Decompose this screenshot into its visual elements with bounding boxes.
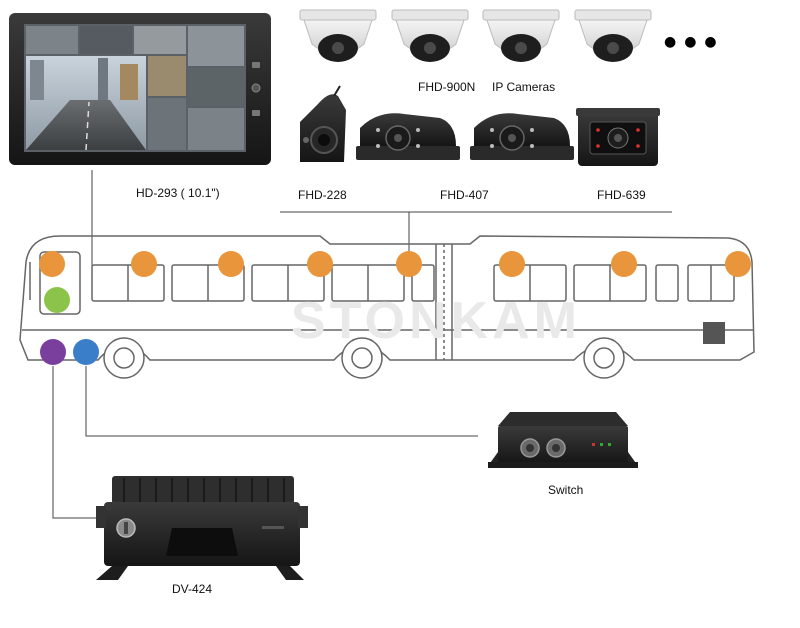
camera-fhd-639 [576, 108, 660, 166]
monitor-marker [44, 287, 70, 313]
dome-camera-3 [482, 9, 560, 62]
more-cameras-ellipsis: ●●● [664, 34, 725, 50]
dome-camera-2 [391, 9, 469, 62]
camera-marker [611, 251, 637, 277]
camera-marker [218, 251, 244, 277]
mobile-dvr-dv-424 [96, 476, 308, 580]
dome-camera-model-label: FHD-900N [418, 80, 476, 94]
monitor-hd-293 [9, 13, 271, 165]
switch-marker [73, 339, 99, 365]
monitor-label: HD-293 ( 10.1") [136, 186, 220, 200]
camera-marker [39, 251, 65, 277]
camera-fhd-407-a [356, 113, 460, 160]
camera-fhd-228 [300, 85, 346, 162]
dvr-label: DV-424 [172, 582, 213, 596]
watermark-text: STONKAM [291, 292, 581, 350]
camera-markers [39, 251, 751, 277]
fhd-639-label: FHD-639 [597, 188, 646, 202]
ip-cameras-label: IP Cameras [492, 80, 556, 94]
dome-camera-4 [574, 9, 652, 62]
switch-label: Switch [548, 483, 584, 497]
camera-marker [499, 251, 525, 277]
dvr-connector-line [52, 366, 96, 519]
bus-wheels [103, 337, 625, 379]
camera-marker [725, 251, 751, 277]
camera-marker [396, 251, 422, 277]
camera-marker [307, 251, 333, 277]
dome-camera-1 [299, 9, 377, 62]
camera-group-bracket [280, 211, 672, 258]
dvr-marker [40, 339, 66, 365]
network-switch [488, 412, 638, 468]
fhd-407-label: FHD-407 [440, 188, 489, 202]
switch-connector-line [85, 366, 478, 437]
camera-marker [131, 251, 157, 277]
bus-rear-vent [703, 322, 725, 344]
camera-fhd-407-b [470, 113, 574, 160]
fhd-228-label: FHD-228 [298, 188, 347, 202]
